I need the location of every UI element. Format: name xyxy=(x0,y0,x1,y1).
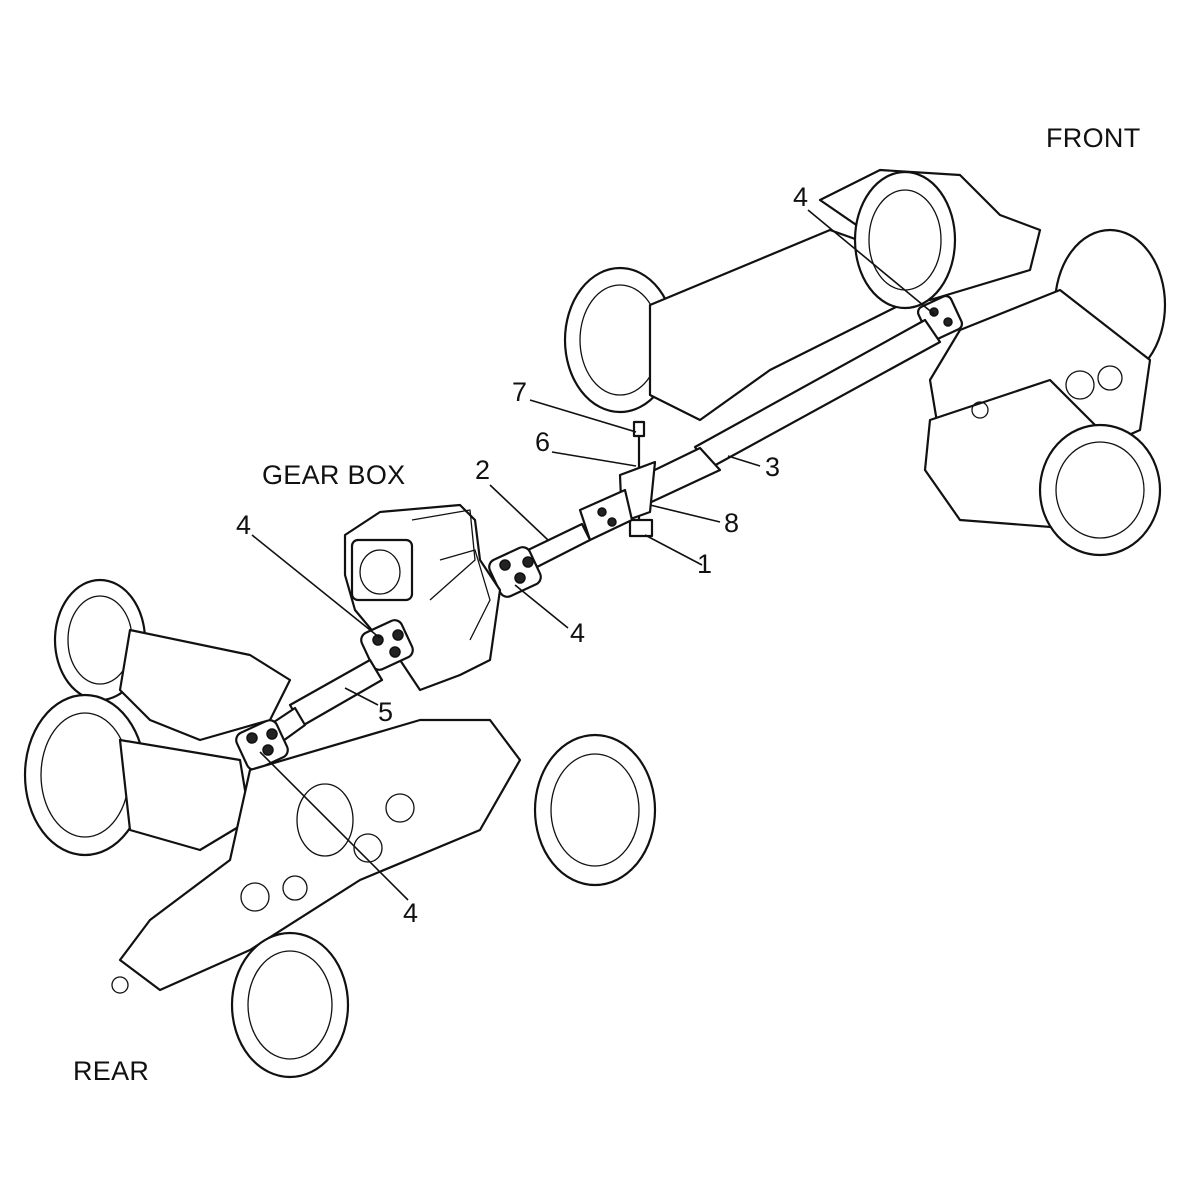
callout-1: 1 xyxy=(697,549,713,579)
rear-label: REAR xyxy=(73,1056,150,1086)
callout-4-gearbox-top: 4 xyxy=(236,510,252,540)
callout-2: 2 xyxy=(475,455,491,485)
rear-axle xyxy=(23,578,657,1079)
front-label: FRONT xyxy=(1046,123,1141,153)
gear-box xyxy=(343,503,502,692)
callout-7: 7 xyxy=(512,377,528,407)
gear-box-label: GEAR BOX xyxy=(262,460,406,490)
callout-4-gearbox-right: 4 xyxy=(570,618,586,648)
callout-4-front: 4 xyxy=(793,182,809,212)
callout-8: 8 xyxy=(724,508,740,538)
drive-shaft-5 xyxy=(235,619,414,771)
callout-4-rear: 4 xyxy=(403,898,419,928)
callout-3: 3 xyxy=(765,452,781,482)
callout-5: 5 xyxy=(378,697,394,727)
front-axle xyxy=(563,168,1167,557)
leader-lines xyxy=(251,209,936,901)
callout-6: 6 xyxy=(535,427,551,457)
drive-shaft-2 xyxy=(488,488,634,598)
